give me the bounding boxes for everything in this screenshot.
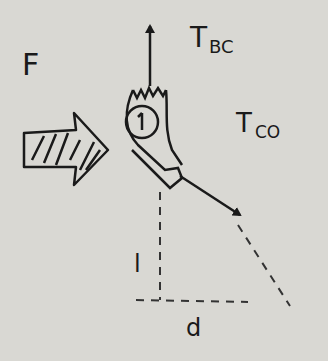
dimension-label: l	[134, 252, 141, 276]
dimension-lines	[136, 192, 290, 306]
force-arrow	[24, 113, 108, 185]
tension-subscript: BC	[209, 38, 234, 56]
tension-label: T	[190, 24, 207, 52]
tension-arrow	[149, 26, 152, 86]
tension-arrow	[180, 176, 240, 215]
tension-subscript: CO	[255, 124, 280, 141]
tension-label: T	[236, 110, 252, 136]
pulley-bracket	[126, 88, 182, 188]
force-label: F	[22, 50, 39, 80]
dimension-label: d	[186, 316, 201, 340]
